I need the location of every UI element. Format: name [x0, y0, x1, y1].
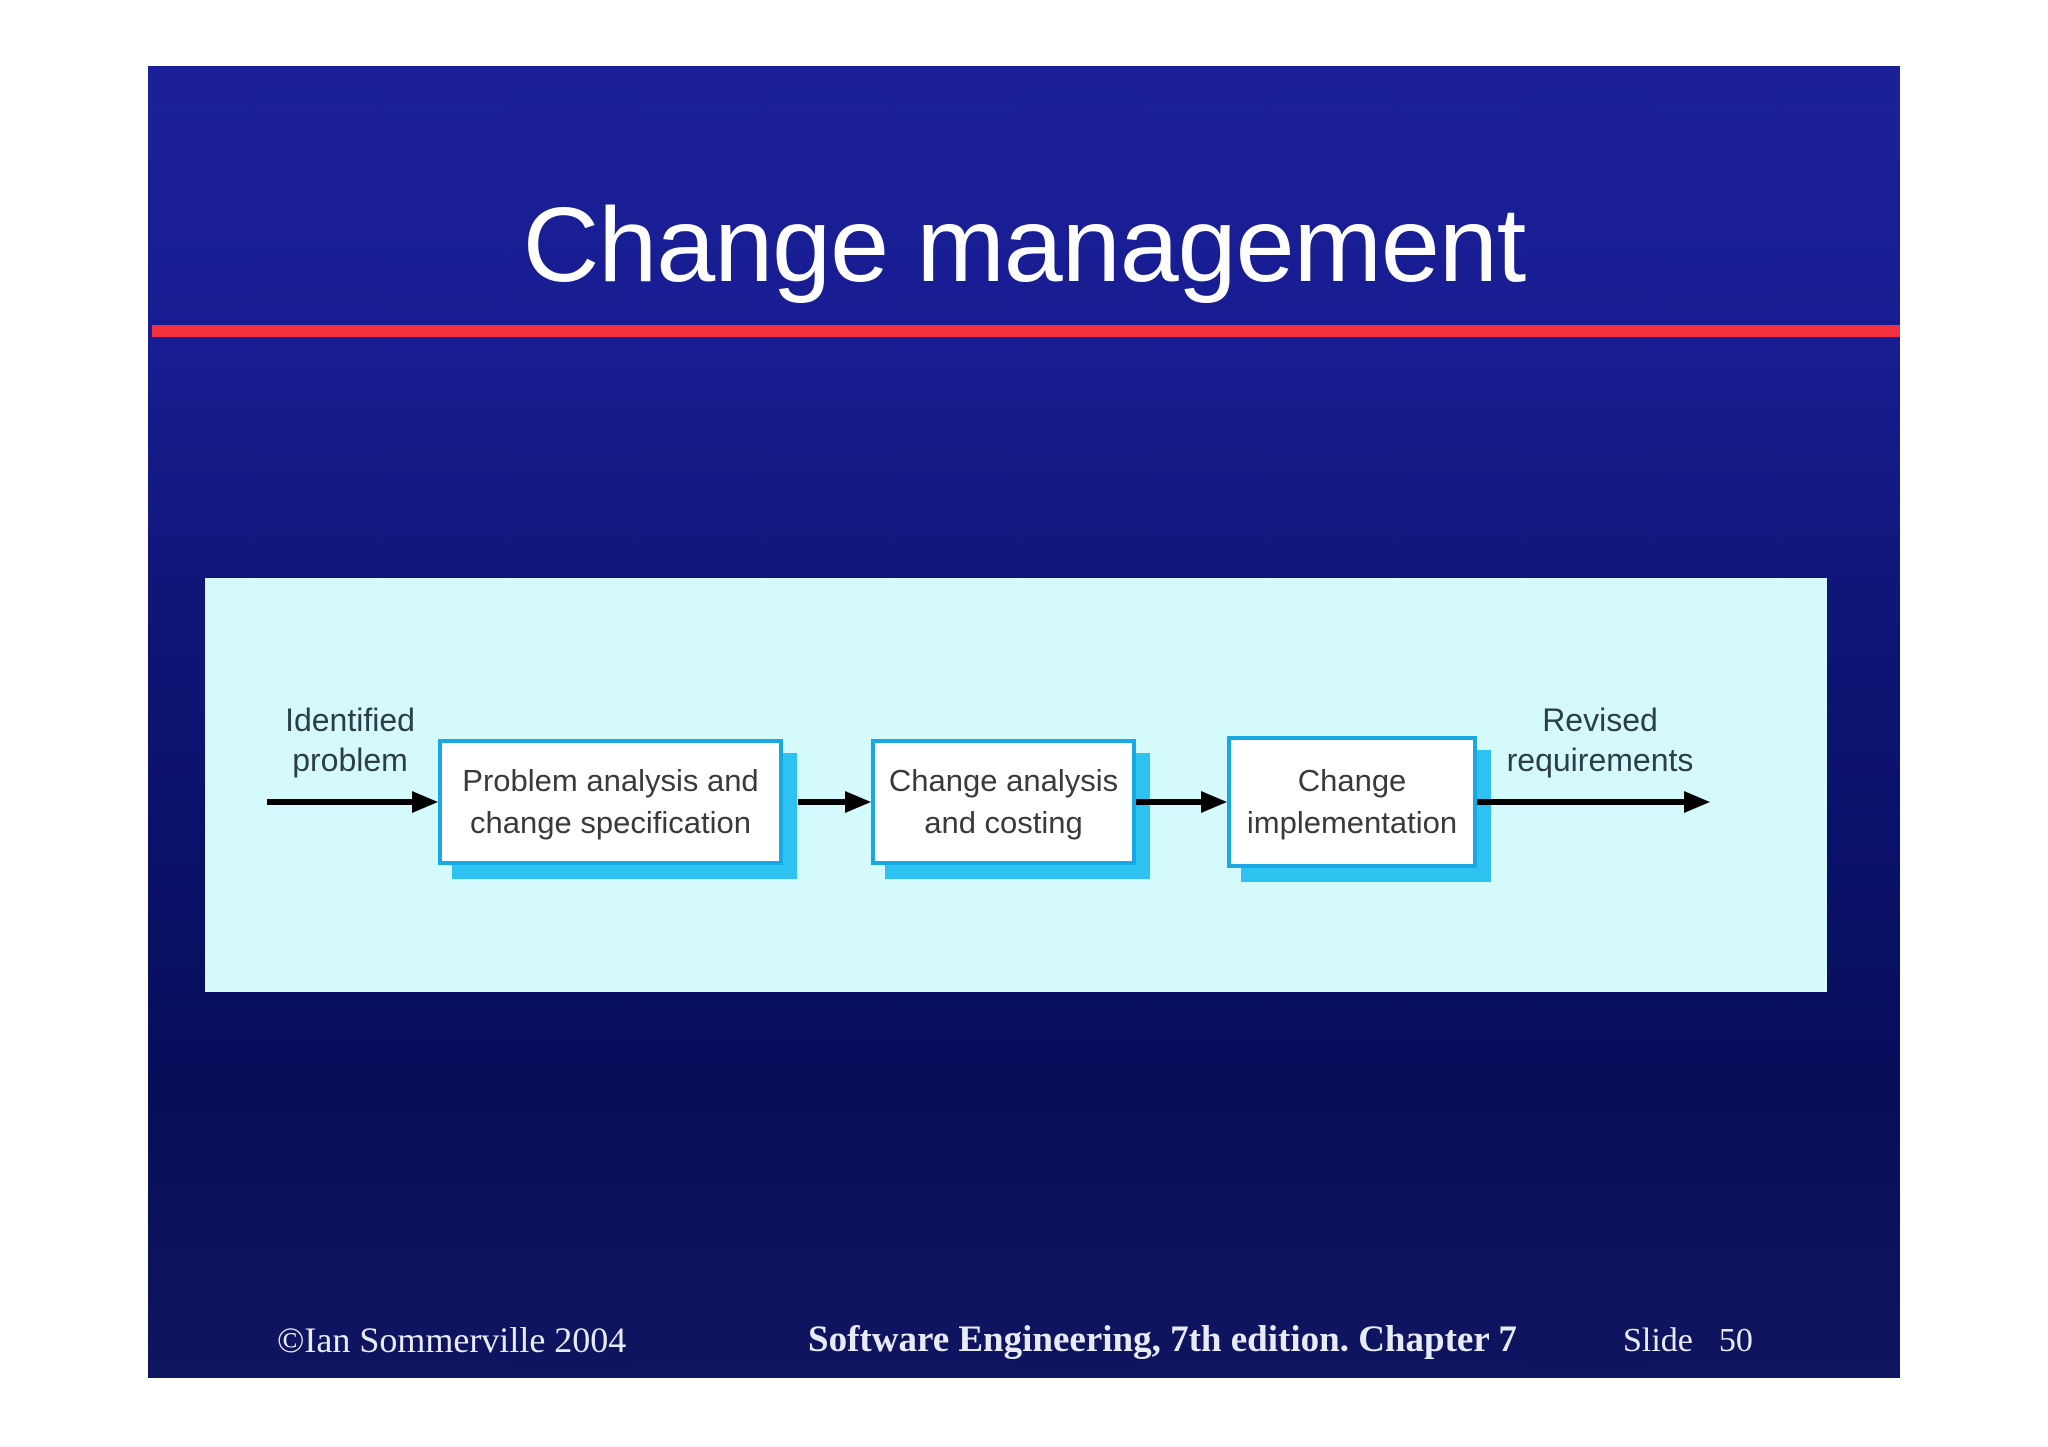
label-line: Revised: [1542, 702, 1658, 738]
box-label-line: Change: [1297, 763, 1407, 798]
footer-book-title: Software Engineering, 7th edition. Chapt…: [808, 1319, 1517, 1360]
arrow-shaft: [1477, 799, 1686, 805]
arrow-head-icon: [845, 791, 871, 813]
process-box-change-implementation: Change implementation: [1227, 736, 1477, 868]
box-label-line: change specification: [470, 805, 751, 840]
label-line: Identified: [285, 702, 415, 738]
slide-number-value: 50: [1718, 1322, 1753, 1359]
flow-arrow-output: [1477, 791, 1710, 813]
flow-arrow-between-1-2: [798, 791, 871, 813]
flow-arrow-input: [267, 791, 438, 813]
arrow-head-icon: [412, 791, 438, 813]
change-process-diagram-panel: Identified problem Problem analysis and …: [205, 578, 1827, 992]
arrow-shaft: [798, 799, 847, 805]
label-line: requirements: [1506, 742, 1694, 778]
footer-copyright: ©Ian Sommerville 2004: [277, 1320, 627, 1360]
slide-footer: ©Ian Sommerville 2004 Software Engineeri…: [148, 1318, 1900, 1366]
arrow-head-icon: [1684, 791, 1710, 813]
process-box-problem-analysis: Problem analysis and change specificatio…: [438, 739, 783, 865]
title-underline-rule: [152, 325, 1900, 337]
box-label-line: implementation: [1246, 805, 1458, 840]
slide-title: Change management: [522, 186, 1526, 304]
slide-canvas: Change management Identified problem Pro…: [148, 66, 1900, 1378]
arrow-shaft: [1136, 799, 1203, 805]
label-revised-requirements: Revised requirements: [1460, 700, 1740, 780]
arrow-shaft: [267, 799, 414, 805]
process-box-change-analysis: Change analysis and costing: [871, 739, 1136, 865]
label-identified-problem: Identified problem: [240, 700, 460, 780]
arrow-head-icon: [1201, 791, 1227, 813]
footer-slide-number: Slide 50: [1623, 1319, 1753, 1363]
label-line: problem: [292, 742, 408, 778]
flow-arrow-between-2-3: [1136, 791, 1227, 813]
slide-label: Slide: [1623, 1322, 1693, 1359]
box-label-line: Problem analysis and: [462, 763, 759, 798]
box-label-line: Change analysis: [888, 763, 1119, 798]
box-label-line: and costing: [924, 805, 1083, 840]
